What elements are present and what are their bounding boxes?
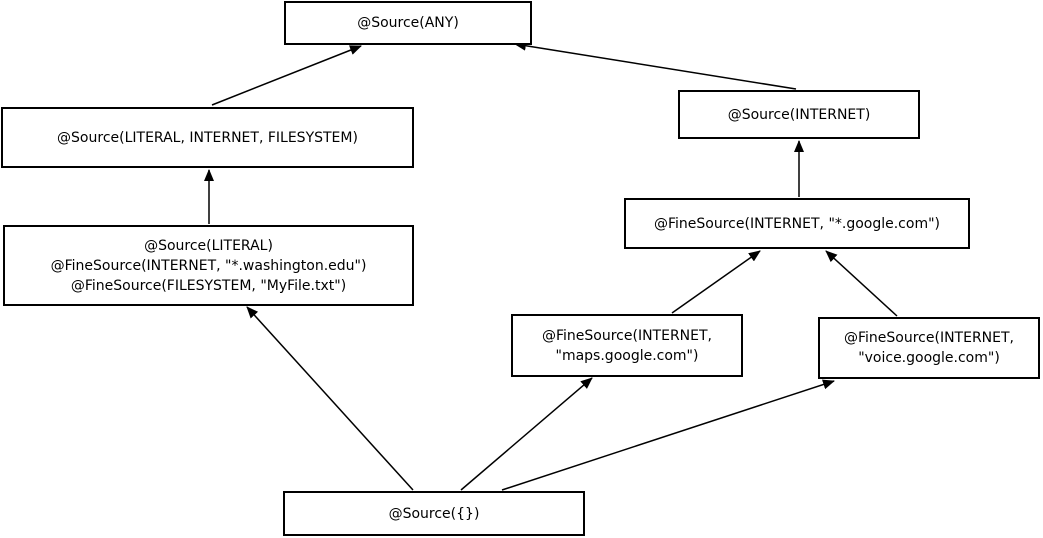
edge-lif-to-any <box>211 45 362 106</box>
node-label: @Source(ANY) <box>357 15 459 31</box>
edge-maps-to-fine-g <box>671 250 761 314</box>
edge-inet-to-any <box>514 40 797 90</box>
edge-voice-to-fine-g <box>825 250 898 317</box>
node-source-any: @Source(ANY) <box>284 1 532 45</box>
node-finesource-maps: @FineSource(INTERNET, "maps.google.com") <box>511 314 743 377</box>
node-finesource-voice: @FineSource(INTERNET, "voice.google.com"… <box>818 317 1040 379</box>
node-label-line-2: "voice.google.com") <box>858 350 1000 366</box>
edge-empty-to-lit <box>246 306 414 491</box>
node-label-line-2: "maps.google.com") <box>555 347 699 364</box>
node-label-line-1: @FineSource(INTERNET, <box>843 330 1014 346</box>
edge-empty-to-maps <box>460 377 593 491</box>
node-label-line-1: @Source(LITERAL) <box>144 237 273 254</box>
node-source-literal-fine: @Source(LITERAL) @FineSource(INTERNET, "… <box>3 225 414 306</box>
node-source-empty: @Source({}) <box>283 491 585 536</box>
node-label: @Source({}) <box>388 505 480 522</box>
node-label-line-2: @FineSource(INTERNET, "*.washington.edu"… <box>50 257 367 274</box>
node-label-line-3: @FineSource(FILESYSTEM, "MyFile.txt") <box>70 277 347 294</box>
node-finesource-google: @FineSource(INTERNET, "*.google.com") <box>624 198 970 249</box>
node-source-internet: @Source(INTERNET) <box>678 90 920 139</box>
edge-empty-to-voice <box>501 379 835 491</box>
node-label-line-1: @FineSource(INTERNET, <box>541 327 712 344</box>
node-source-literal-internet-filesystem: @Source(LITERAL, INTERNET, FILESYSTEM) <box>1 107 414 168</box>
node-label: @Source(LITERAL, INTERNET, FILESYSTEM) <box>57 129 358 146</box>
node-label: @FineSource(INTERNET, "*.google.com") <box>653 215 940 232</box>
node-label: @Source(INTERNET) <box>727 106 871 123</box>
